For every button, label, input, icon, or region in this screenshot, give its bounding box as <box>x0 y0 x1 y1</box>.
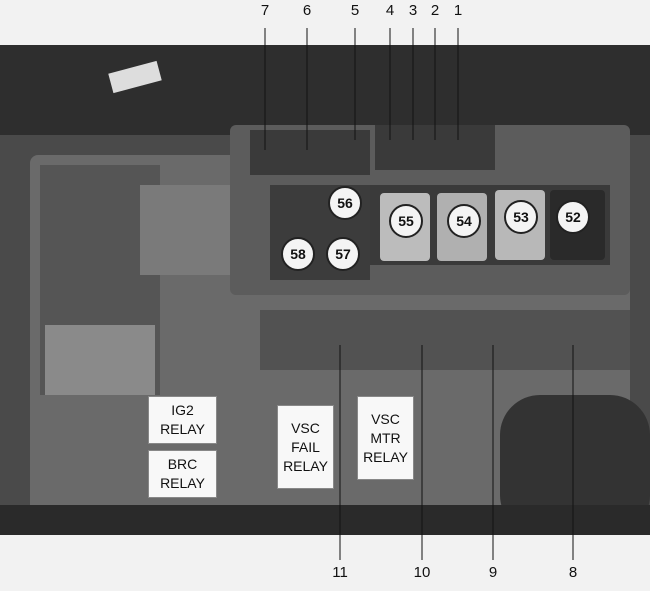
vsc-mtr-relay-label: VSC MTR RELAY <box>357 396 414 480</box>
callout-7: 7 <box>260 2 270 19</box>
relay-56: 56 <box>328 186 362 220</box>
label-line: VSC <box>291 419 320 436</box>
relay-58: 58 <box>281 237 315 271</box>
label-line: RELAY <box>160 475 205 491</box>
callout-9: 9 <box>488 564 498 581</box>
fuse-box-photo <box>0 45 650 535</box>
label-line: BRC <box>167 456 198 472</box>
callout-5: 5 <box>350 2 360 19</box>
relay-52: 52 <box>556 200 590 234</box>
label-line: RELAY <box>160 421 205 437</box>
relay-57: 57 <box>326 237 360 271</box>
label-line: VSC <box>371 410 400 427</box>
label-line: FAIL <box>291 438 320 455</box>
relay-54: 54 <box>447 204 481 238</box>
callout-1: 1 <box>453 2 463 19</box>
callout-4: 4 <box>385 2 395 19</box>
vsc-fail-relay-label: VSC FAIL RELAY <box>277 405 334 489</box>
callout-6: 6 <box>302 2 312 19</box>
callout-10: 10 <box>413 564 431 581</box>
label-line: RELAY <box>363 448 408 465</box>
label-line: RELAY <box>283 457 328 474</box>
callout-2: 2 <box>430 2 440 19</box>
brc-relay-label: BRC RELAY <box>148 450 217 498</box>
relay-55: 55 <box>389 204 423 238</box>
label-line: IG2 <box>171 402 194 418</box>
callout-3: 3 <box>408 2 418 19</box>
relay-53: 53 <box>504 200 538 234</box>
label-line: MTR <box>370 429 401 446</box>
callout-11: 11 <box>332 564 348 581</box>
callout-8: 8 <box>568 564 578 581</box>
